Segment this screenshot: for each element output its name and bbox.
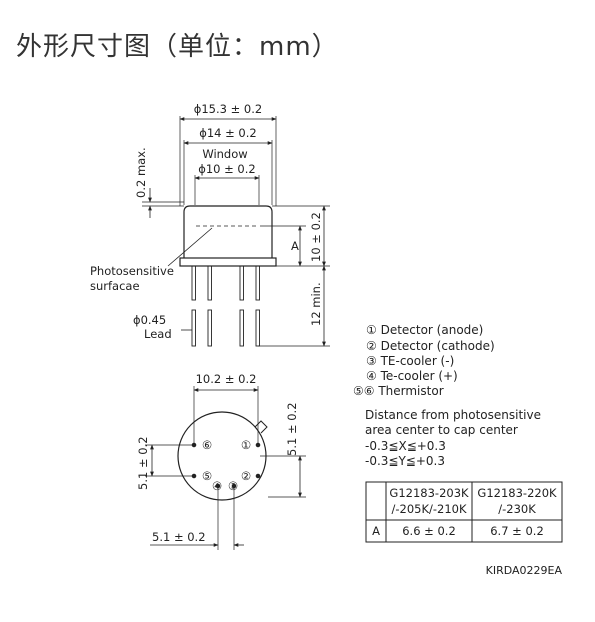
note-line: -0.3≦Y≦+0.3 — [365, 454, 445, 468]
legend-item: ③ TE-cooler (-) — [366, 354, 454, 368]
pin-2-label: ② — [241, 469, 251, 483]
page-title: 外形尺寸图（单位：mm） — [16, 32, 339, 62]
pitch-y-left-label: 5.1 ± 0.2 — [136, 436, 150, 490]
note-line: area center to cap center — [365, 423, 518, 437]
pin-6-label: ⑥ — [202, 438, 212, 452]
lead-length-label: 12 min. — [309, 282, 323, 326]
table-header-2b: /-230K — [498, 502, 536, 516]
note-line: Distance from photosensitive — [365, 408, 541, 422]
window-label: Window — [202, 147, 247, 161]
lead-dia-label: ϕ0.45 — [133, 313, 166, 327]
pitch-x-bottom-label: 5.1 ± 0.2 — [152, 530, 206, 544]
dia-outer-label: ϕ15.3 ± 0.2 — [194, 102, 262, 116]
tolerance-notes: Distance from photosensitive area center… — [365, 408, 541, 468]
max-label: 0.2 max. — [134, 147, 148, 198]
table-cell-2: 6.7 ± 0.2 — [490, 524, 544, 538]
dimension-table — [365, 481, 563, 543]
table-cell-1: 6.6 ± 0.2 — [402, 524, 456, 538]
table-header-1b: /-205K/-210K — [391, 502, 466, 516]
note-line: -0.3≦X≦+0.3 — [365, 439, 446, 453]
table-header-1a: G12183-203K — [389, 486, 469, 500]
legend-item: ⑤⑥ Thermistor — [353, 384, 444, 398]
pin-legend: ① Detector (anode) ② Detector (cathode) … — [353, 323, 495, 398]
a-label: A — [291, 239, 299, 253]
side-view — [142, 116, 330, 347]
table-row-label: A — [372, 524, 380, 538]
pin-1-label: ① — [241, 438, 251, 452]
bottom-view-labels: 10.2 ± 0.2 5.1 ± 0.2 5.1 ± 0.2 5.1 ± 0.2… — [136, 372, 299, 544]
dia-cap-label: ϕ14 ± 0.2 — [199, 126, 256, 140]
pin-5-label: ⑤ — [202, 469, 212, 483]
legend-item: ④ Te-cooler (+) — [366, 369, 458, 383]
pin-3-label: ③ — [228, 479, 238, 493]
legend-item: ① Detector (anode) — [366, 323, 483, 337]
dimension-table-text: G12183-203K /-205K/-210K G12183-220K /-2… — [372, 486, 557, 538]
pin-4-label: ④ — [212, 479, 222, 493]
photosensitive-label-2: surfacae — [90, 279, 140, 293]
drawing-code: KIRDA0229EA — [486, 564, 563, 577]
bottom-view — [145, 386, 306, 550]
side-view-labels: ϕ15.3 ± 0.2 ϕ14 ± 0.2 Window ϕ10 ± 0.2 0… — [90, 102, 323, 341]
table-header-2a: G12183-220K — [477, 486, 557, 500]
pitch-y-right-label: 5.1 ± 0.2 — [285, 402, 299, 456]
window-dia-label: ϕ10 ± 0.2 — [198, 162, 255, 176]
photosensitive-label-1: Photosensitive — [90, 264, 174, 278]
legend-item: ② Detector (cathode) — [366, 339, 495, 353]
height-label: 10 ± 0.2 — [309, 212, 323, 262]
pitch-x-label: 10.2 ± 0.2 — [196, 372, 257, 386]
lead-label: Lead — [144, 327, 172, 341]
